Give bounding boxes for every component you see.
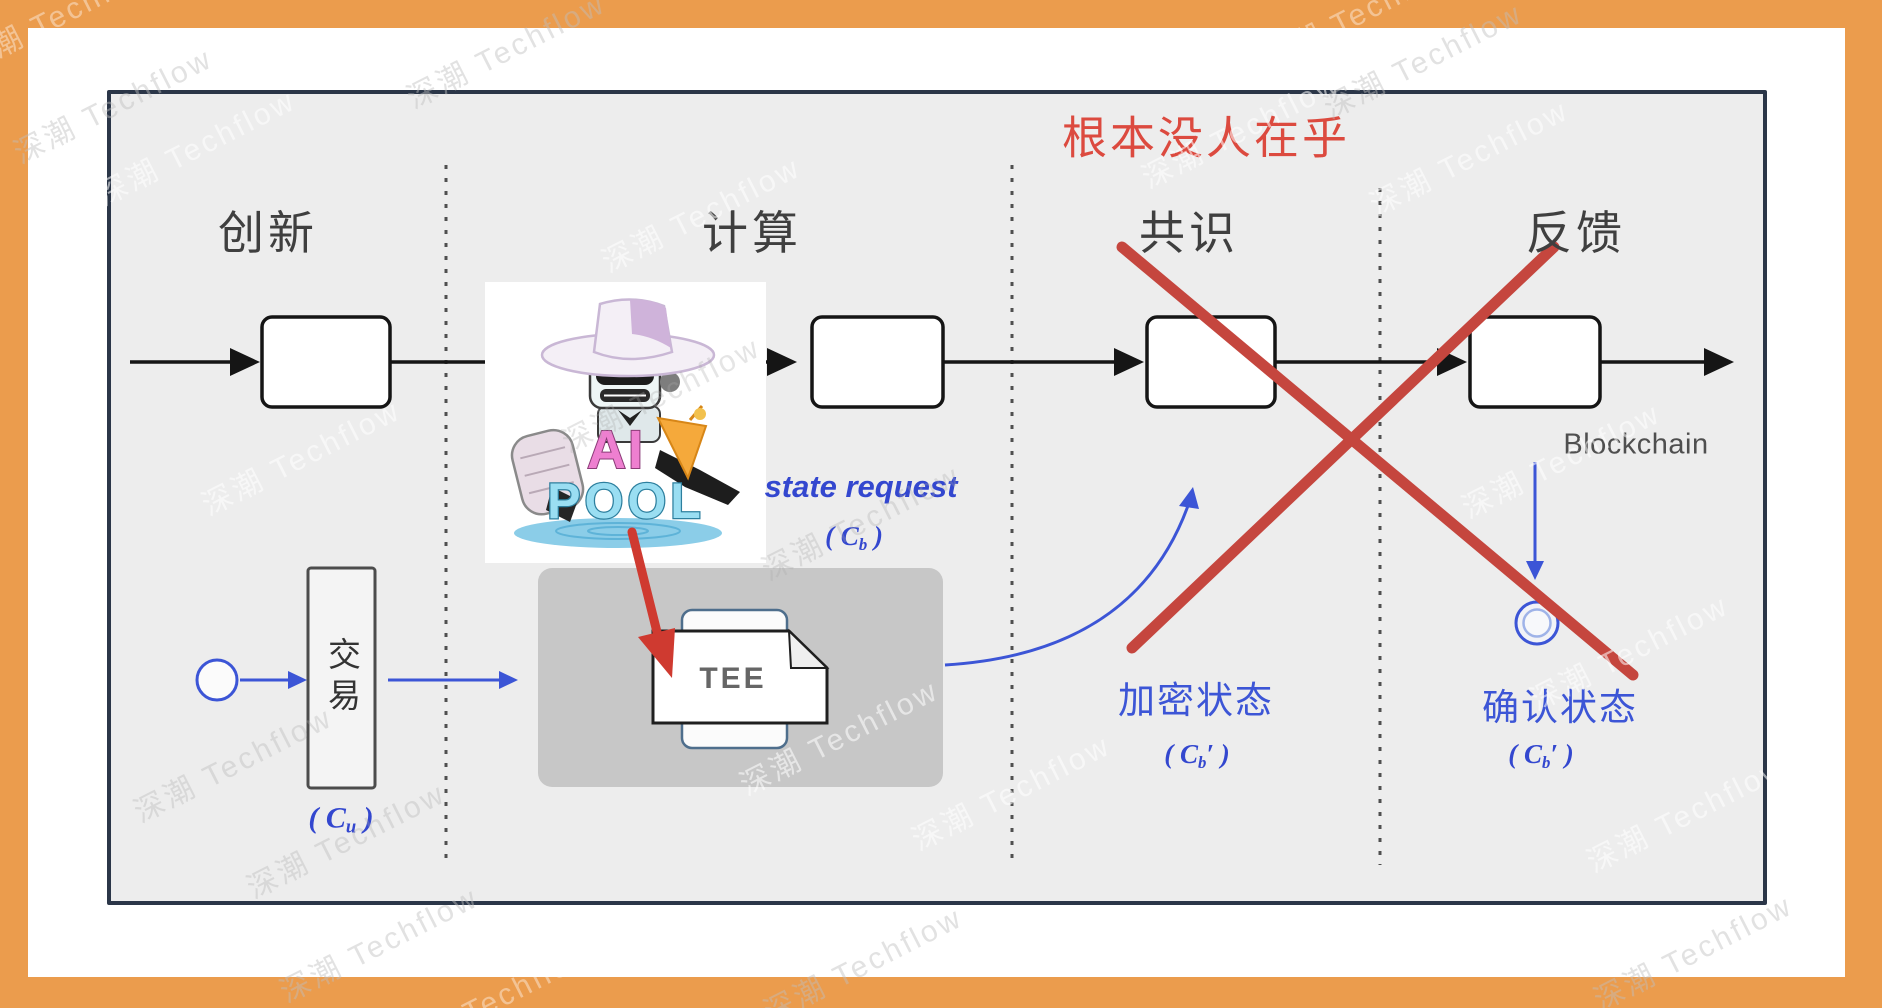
column-header-consensus: 共识	[1139, 207, 1239, 259]
mascot-ai-text: AI	[587, 420, 645, 480]
mascot-drink	[656, 405, 708, 481]
cu-label: ( Cu )	[308, 801, 374, 838]
process-box-feedback	[1468, 315, 1602, 409]
mascot-hat	[540, 298, 716, 378]
cb-label: ( Cb )	[825, 521, 883, 554]
red-cross-stroke-backslash	[1116, 241, 1639, 681]
column-header-feedback: 反馈	[1526, 207, 1626, 259]
state-request-label: state request	[764, 469, 958, 504]
cb-prime-label-2: ( Cb′ )	[1508, 739, 1574, 772]
start-event-circle	[195, 658, 239, 702]
nobody-cares-note: 根本没人在乎	[1061, 112, 1351, 164]
transaction-rect	[306, 566, 377, 790]
blue-flow-lines	[240, 462, 1537, 682]
red-cross-stroke-slash	[1126, 241, 1560, 654]
blue-arrowheads	[288, 487, 1544, 689]
mascot-headphone	[660, 372, 680, 392]
end-event-circle	[1514, 600, 1560, 646]
transaction-label: 交易	[323, 637, 361, 719]
tee-icon	[651, 608, 830, 750]
mascot-bag	[510, 428, 585, 516]
process-box-innovation	[260, 315, 392, 409]
red-cross-out	[1116, 241, 1639, 681]
tee-label: TEE	[699, 662, 767, 695]
puddle	[514, 518, 722, 548]
mascot-leg	[655, 450, 740, 505]
encrypted-state-label: 加密状态	[1118, 680, 1274, 721]
column-header-innovation: 创新	[218, 207, 318, 259]
cb-prime-label-1: ( Cb′ )	[1164, 739, 1230, 772]
process-box-computation	[810, 315, 945, 409]
ai-pool-mascot-image: AI POOL	[485, 282, 766, 563]
confirmed-state-label: 确认状态	[1482, 687, 1638, 728]
mascot-pool-text: POOL	[547, 473, 705, 529]
blockchain-label: Blockchain	[1563, 428, 1709, 461]
red-arrow-to-tee	[627, 527, 675, 678]
column-header-computation: 计算	[702, 207, 802, 259]
